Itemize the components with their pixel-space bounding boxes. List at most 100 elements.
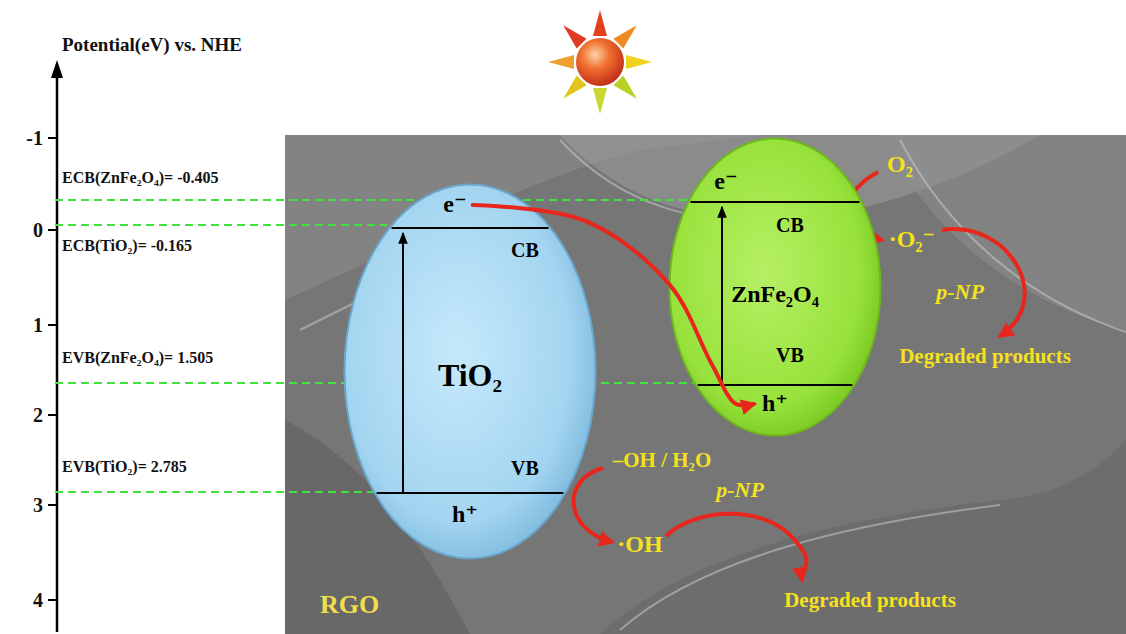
band-label: VB — [776, 344, 804, 367]
band-edge-line — [392, 227, 549, 229]
tick-label: 3 — [33, 494, 43, 517]
excitation-arrow — [402, 233, 404, 492]
sun-ray — [626, 55, 652, 69]
band-edge-guide — [55, 491, 380, 493]
band-edge-line — [690, 201, 859, 203]
sun-ray — [613, 75, 641, 103]
sem-ground — [285, 135, 1126, 634]
text-holder: p-NP — [716, 477, 764, 502]
text-holder: 0 — [33, 219, 43, 242]
band-edge-line — [698, 384, 853, 386]
text-holder: -1 — [26, 127, 43, 150]
text-holder: Degraded products — [784, 588, 956, 612]
text-holder: e⁻ — [443, 191, 466, 219]
charge-carrier: h⁺ — [452, 501, 478, 529]
text-holder: h⁺ — [452, 501, 478, 529]
text-holder: 1 — [33, 314, 43, 337]
species-label: O₂ — [887, 151, 913, 179]
text-holder: CB — [776, 214, 804, 237]
semiconductor-particle — [345, 185, 596, 559]
band-label: CB — [776, 214, 804, 237]
axis-tick — [48, 137, 57, 139]
material-name: TiO₂ — [438, 357, 502, 394]
text-holder: e⁻ — [714, 168, 737, 196]
species-label: ·OH — [617, 531, 662, 559]
reaction-arrow — [666, 514, 807, 580]
potential-axis — [48, 60, 63, 632]
axis-title: Potential(eV) vs. NHE — [62, 34, 242, 56]
flake-edge — [620, 505, 1000, 630]
text-holder: 2 — [33, 404, 43, 427]
band-potential: ECB(TiO₂)= -0.165 — [62, 237, 192, 255]
text-holder: EVB(TiO₂)= 2.785 — [62, 458, 187, 476]
axis-tick — [48, 324, 57, 326]
text-holder: Potential(eV) vs. NHE — [62, 34, 242, 56]
band-potential: EVB(ZnFe₂O₄)= 1.505 — [62, 349, 213, 367]
rgo-sem-image — [285, 135, 1126, 634]
product-label: Degraded products — [784, 588, 956, 612]
tick-label: 1 — [33, 314, 43, 337]
band-ellipse: e⁻ CB TiO₂ VB h⁺ — [343, 183, 597, 560]
text-holder: 3 — [33, 494, 43, 517]
species-label: ·O₂⁻ — [889, 226, 936, 254]
axis-tick — [48, 414, 57, 416]
text-holder: Degraded products — [899, 344, 1071, 368]
excitation-arrow — [721, 207, 723, 384]
graphene-flake — [600, 440, 1126, 634]
axis-arrowhead — [51, 60, 63, 78]
text-holder: TiO₂ — [438, 357, 502, 394]
text-holder: h⁺ — [762, 390, 788, 418]
text-holder: ·O₂⁻ — [889, 226, 936, 254]
charge-carrier: h⁺ — [762, 390, 788, 418]
pollutant-label: p-NP — [936, 279, 984, 304]
sun-ray — [613, 20, 641, 48]
text-holder: 4 — [33, 589, 43, 612]
semiconductor-particle — [670, 139, 881, 436]
band-label: CB — [511, 239, 539, 262]
text-holder: VB — [776, 344, 804, 367]
band-ellipse: e⁻ CB ZnFe₂O₄ VB h⁺ — [668, 137, 882, 437]
axis-ticks — [48, 138, 57, 600]
text-holder: ·OH — [617, 531, 662, 559]
sun-ray — [548, 55, 574, 69]
sun-ray — [593, 10, 607, 36]
product-label: Degraded products — [899, 344, 1071, 368]
sun-ray — [593, 88, 607, 114]
text-holder: p-NP — [936, 279, 984, 304]
band-label: VB — [511, 457, 539, 480]
text-holder: ECB(TiO₂)= -0.165 — [62, 237, 192, 255]
sun-ray — [558, 75, 586, 103]
text-holder: VB — [511, 457, 539, 480]
text-holder: RGO — [320, 590, 379, 620]
sun-icon — [548, 10, 652, 114]
axis-tick — [48, 599, 57, 601]
sun-disc — [576, 38, 624, 86]
pollutant-label: p-NP — [716, 477, 764, 502]
charge-carrier: e⁻ — [443, 191, 466, 219]
species-label: –OH / H₂O — [613, 448, 711, 472]
band-potential: EVB(TiO₂)= 2.785 — [62, 458, 187, 476]
text-holder: O₂ — [887, 151, 913, 179]
rgo-sheet: RGO e⁻ CB TiO₂ VB h⁺ e⁻ CB ZnFe₂O₄ VB h⁺ — [285, 135, 1126, 634]
graphene-flake — [880, 135, 1126, 330]
text-holder: ZnFe₂O₄ — [731, 281, 819, 309]
axis-tick — [48, 229, 57, 231]
tick-label: -1 — [26, 127, 43, 150]
charge-carrier: e⁻ — [714, 168, 737, 196]
sun-ray — [558, 20, 586, 48]
electron-transfer-arrow — [473, 205, 754, 405]
band-potential: ECB(ZnFe₂O₄)= -0.405 — [62, 169, 218, 187]
band-edge-guide — [55, 224, 395, 226]
axis-tick — [48, 504, 57, 506]
material-label: RGO — [320, 590, 379, 620]
band-edge-guide — [55, 199, 700, 201]
text-holder: CB — [511, 239, 539, 262]
reaction-arrow — [574, 468, 612, 542]
text-holder: –OH / H₂O — [613, 448, 711, 472]
band-edge-line — [377, 492, 564, 494]
text-holder: ECB(ZnFe₂O₄)= -0.405 — [62, 169, 218, 187]
axis-line — [56, 74, 59, 632]
text-holder: EVB(ZnFe₂O₄)= 1.505 — [62, 349, 213, 367]
tick-label: 0 — [33, 219, 43, 242]
